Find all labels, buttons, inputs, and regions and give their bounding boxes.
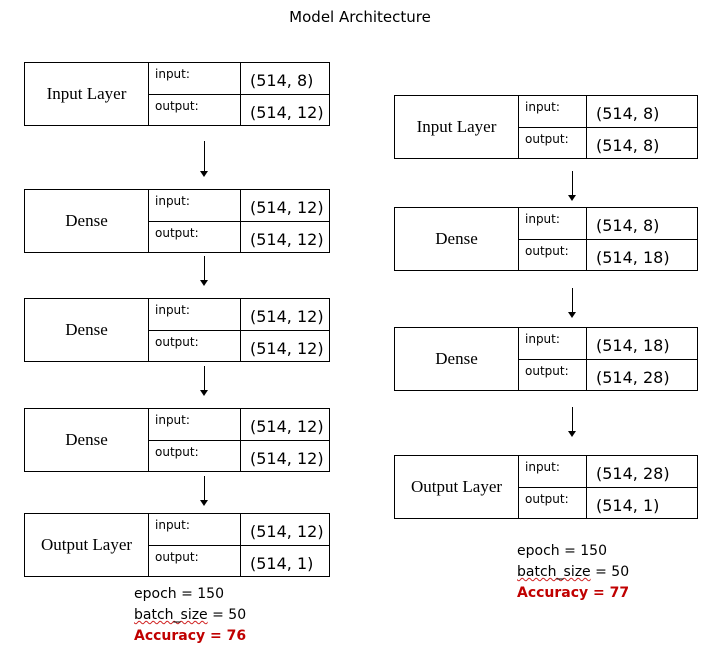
output-shape: (514, 1)	[587, 487, 697, 518]
input-label: input:	[519, 456, 587, 487]
layer-name: Dense	[395, 208, 519, 270]
layer-block: Input Layer input: output: (514, 8) (514…	[24, 62, 330, 126]
input-shape: (514, 12)	[250, 417, 324, 436]
input-label: input:	[519, 208, 587, 239]
output-label: output:	[149, 545, 241, 576]
layer-block: Dense input: output: (514, 8) (514, 18)	[394, 207, 698, 271]
output-shape: (514, 12)	[241, 94, 329, 125]
layer-name: Input Layer	[395, 96, 519, 158]
batch-size-label: batch_size	[134, 607, 208, 623]
input-shape: (514, 28)	[596, 464, 670, 483]
epoch-line: epoch = 150	[517, 543, 607, 559]
input-label: input:	[149, 190, 241, 221]
layer-name: Dense	[395, 328, 519, 390]
input-label: input:	[149, 514, 241, 545]
output-shape: (514, 28)	[587, 359, 697, 390]
input-label: input:	[149, 63, 241, 94]
output-label: output:	[519, 487, 587, 518]
input-shape: (514, 18)	[596, 336, 670, 355]
output-shape: (514, 1)	[241, 545, 329, 576]
output-label: output:	[519, 359, 587, 390]
output-label: output:	[149, 94, 241, 125]
batch-size-value: = 50	[207, 607, 247, 623]
output-shape: (514, 12)	[241, 221, 329, 252]
output-label: output:	[149, 221, 241, 252]
layer-block: Output Layer input: output: (514, 28) (5…	[394, 455, 698, 519]
input-label: input:	[519, 96, 587, 127]
training-note: epoch = 150 batch_size = 50 Accuracy = 7…	[517, 541, 629, 604]
layer-name: Dense	[25, 299, 149, 361]
input-label: input:	[519, 328, 587, 359]
layer-block: Dense input: output: (514, 12) (514, 12)	[24, 408, 330, 472]
accuracy-line: Accuracy = 77	[517, 585, 630, 601]
epoch-line: epoch = 150	[134, 586, 224, 602]
layer-block: Dense input: output: (514, 18) (514, 28)	[394, 327, 698, 391]
layer-name: Dense	[25, 409, 149, 471]
input-shape: (514, 8)	[596, 216, 660, 235]
output-shape: (514, 12)	[241, 440, 329, 471]
output-shape: (514, 12)	[241, 330, 329, 361]
layer-name: Dense	[25, 190, 149, 252]
layer-name: Output Layer	[25, 514, 149, 576]
layer-block: Dense input: output: (514, 12) (514, 12)	[24, 298, 330, 362]
training-note: epoch = 150 batch_size = 50 Accuracy = 7…	[134, 584, 246, 647]
input-shape: (514, 8)	[250, 71, 314, 90]
output-label: output:	[519, 239, 587, 270]
batch-line: batch_size = 50	[134, 605, 246, 626]
layer-block: Output Layer input: output: (514, 12) (5…	[24, 513, 330, 577]
input-label: input:	[149, 299, 241, 330]
accuracy-line: Accuracy = 76	[134, 628, 247, 644]
output-label: output:	[149, 440, 241, 471]
layer-block: Input Layer input: output: (514, 8) (514…	[394, 95, 698, 159]
diagram-title: Model Architecture	[289, 8, 431, 26]
output-shape: (514, 8)	[587, 127, 697, 158]
input-shape: (514, 12)	[250, 307, 324, 326]
layer-block: Dense input: output: (514, 12) (514, 12)	[24, 189, 330, 253]
input-shape: (514, 12)	[250, 522, 324, 541]
output-shape: (514, 18)	[587, 239, 697, 270]
input-label: input:	[149, 409, 241, 440]
layer-name: Input Layer	[25, 63, 149, 125]
layer-name: Output Layer	[395, 456, 519, 518]
output-label: output:	[519, 127, 587, 158]
batch-line: batch_size = 50	[517, 562, 629, 583]
batch-size-value: = 50	[590, 564, 630, 580]
batch-size-label: batch_size	[517, 564, 591, 580]
input-shape: (514, 8)	[596, 104, 660, 123]
input-shape: (514, 12)	[250, 198, 324, 217]
output-label: output:	[149, 330, 241, 361]
